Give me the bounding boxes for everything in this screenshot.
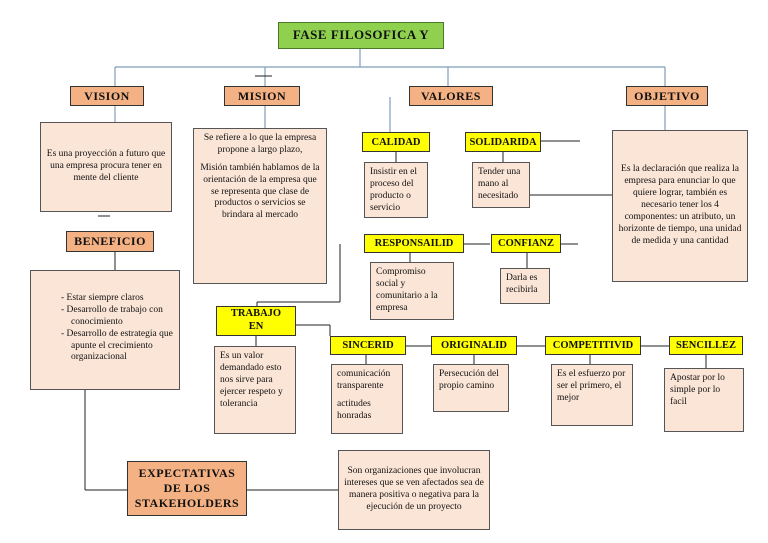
solidaridad-text: Tender una mano al necesitado <box>478 167 521 201</box>
valores-label: VALORES <box>421 88 481 103</box>
sencillez-description: Apostar por lo simple por lo facil <box>664 368 744 432</box>
vision-label: VISION <box>84 88 130 103</box>
sinceridad-text-1: comunicación transparente <box>337 369 391 391</box>
beneficio-header: BENEFICIO <box>66 231 154 252</box>
responsabilidad-header: RESPONSAILID <box>364 234 464 253</box>
trabajo-text: Es un valor demandado esto nos sirve par… <box>220 351 283 409</box>
sencillez-text: Apostar por lo simple por lo facil <box>670 373 725 407</box>
originalidad-label: ORIGINALID <box>441 340 507 351</box>
expectativas-description: Son organizaciones que involucran intere… <box>338 450 490 530</box>
trabajo-label: TRABAJO EN <box>230 308 282 332</box>
confianza-text: Darla es recibirla <box>506 273 538 295</box>
calidad-description: Insistir en el proceso del producto o se… <box>364 162 428 218</box>
calidad-header: CALIDAD <box>362 132 430 152</box>
objetivo-label: OBJETIVO <box>634 88 700 103</box>
competitividad-label: COMPETITIVID <box>552 340 634 351</box>
expectativas-header: EXPECTATIVAS DE LOS STAKEHOLDERS <box>127 461 247 516</box>
diagram-title: FASE FILOSOFICA Y <box>278 22 444 49</box>
mision-label: MISION <box>237 88 287 103</box>
sencillez-header: SENCILLEZ <box>669 336 743 355</box>
mision-text-1: Se refiere a lo que la empresa propone a… <box>203 133 317 155</box>
solidaridad-label: SOLIDARIDA <box>469 136 537 148</box>
calidad-label: CALIDAD <box>371 136 421 148</box>
competitividad-header: COMPETITIVID <box>545 336 641 355</box>
confianza-description: Darla es recibirla <box>500 268 550 304</box>
confianza-label: CONFIANZ <box>497 238 554 249</box>
originalidad-description: Persecución del propio camino <box>433 364 509 412</box>
responsabilidad-text: Compromiso social y comunitario a la emp… <box>376 267 438 313</box>
trabajo-description: Es un valor demandado esto nos sirve par… <box>214 346 296 434</box>
beneficio-label: BENEFICIO <box>74 234 146 248</box>
mision-text-2: Misión también hablamos de la orientació… <box>200 162 320 221</box>
beneficio-list: Estar siempre claros Desarrollo de traba… <box>57 293 174 364</box>
vision-header: VISION <box>70 86 144 106</box>
confianza-header: CONFIANZ <box>491 234 561 253</box>
list-item: Estar siempre claros <box>67 293 174 305</box>
diagram-title-text: FASE FILOSOFICA Y <box>292 27 430 42</box>
vision-description: Es una proyección a futuro que una empre… <box>40 122 172 212</box>
sencillez-label: SENCILLEZ <box>675 340 737 351</box>
sinceridad-header: SINCERID <box>330 336 406 355</box>
sinceridad-text-2: actitudes honradas <box>337 398 372 421</box>
competitividad-description: Es el esfuerzo por ser el primero, el me… <box>551 364 633 426</box>
solidaridad-header: SOLIDARIDA <box>465 132 541 152</box>
objetivo-description: Es la declaración que realiza la empresa… <box>612 130 748 282</box>
expectativas-text: Son organizaciones que involucran intere… <box>344 466 484 512</box>
objetivo-text: Es la declaración que realiza la empresa… <box>618 164 742 246</box>
mision-description: Se refiere a lo que la empresa propone a… <box>193 128 327 284</box>
vision-text: Es una proyección a futuro que una empre… <box>46 149 166 183</box>
calidad-text: Insistir en el proceso del producto o se… <box>370 167 417 213</box>
beneficio-description: Estar siempre claros Desarrollo de traba… <box>30 270 180 390</box>
objetivo-header: OBJETIVO <box>626 86 708 106</box>
sinceridad-label: SINCERID <box>342 340 394 351</box>
solidaridad-description: Tender una mano al necesitado <box>472 162 530 208</box>
trabajo-header: TRABAJO EN <box>216 306 296 336</box>
mision-header: MISION <box>224 86 300 106</box>
valores-header: VALORES <box>409 86 493 106</box>
originalidad-text: Persecución del propio camino <box>439 369 499 391</box>
competitividad-text: Es el esfuerzo por ser el primero, el me… <box>557 369 626 403</box>
responsabilidad-label: RESPONSAILID <box>374 238 454 249</box>
list-item: Desarrollo de trabajo con conocimiento <box>67 305 174 329</box>
expectativas-label: EXPECTATIVAS DE LOS STAKEHOLDERS <box>134 466 240 510</box>
originalidad-header: ORIGINALID <box>431 336 517 355</box>
sinceridad-description: comunicación transparente actitudes honr… <box>331 364 403 434</box>
list-item: Desarrollo de estrategia que apunte el c… <box>67 329 174 365</box>
responsabilidad-description: Compromiso social y comunitario a la emp… <box>370 262 454 320</box>
